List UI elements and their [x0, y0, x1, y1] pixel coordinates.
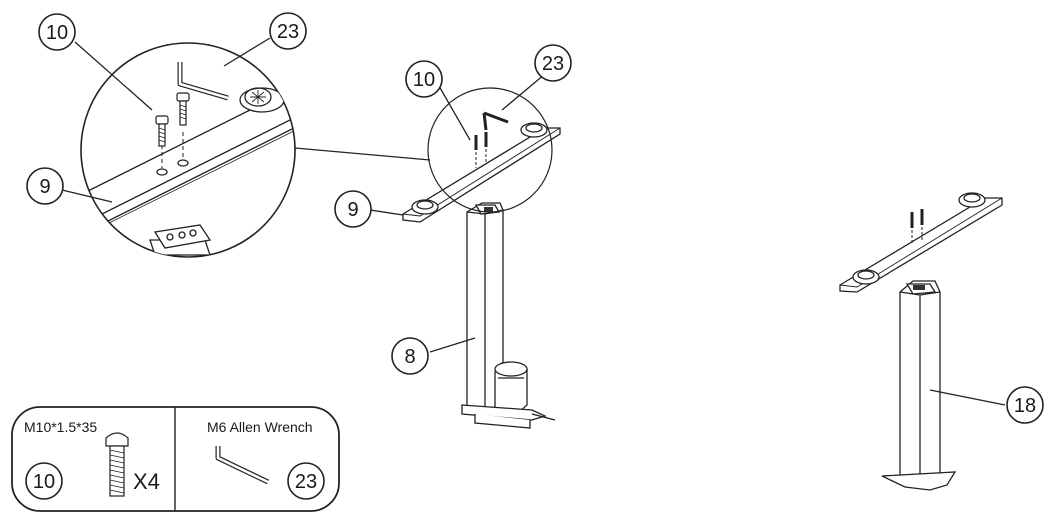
- callout-main-leg: 8: [391, 337, 429, 375]
- parts-box: M10*1.5*35 M6 Allen Wrench X4 10 23: [11, 406, 340, 512]
- callout-main-plate: 9: [334, 190, 372, 228]
- callout-label: 18: [1014, 395, 1036, 417]
- main-leg-assembly: [402, 111, 561, 429]
- callout-zoom-screw: 10: [38, 13, 76, 51]
- callout-main-screw: 10: [405, 60, 443, 98]
- parts-screw-number: 10: [33, 471, 55, 493]
- callout-zoom-plate: 9: [26, 167, 64, 205]
- callout-right-leg: 18: [1006, 386, 1044, 424]
- parts-wrench-number: 23: [295, 471, 317, 493]
- main-leg-motor: [494, 361, 528, 414]
- right-leg-base: [881, 471, 957, 491]
- zoom-connector-line: [294, 147, 431, 161]
- main-washer-left: [411, 199, 439, 215]
- zoom-leg-top: [149, 224, 212, 257]
- right-leg-assembly: [839, 192, 1003, 491]
- main-screws-icon: [474, 132, 488, 150]
- callout-label: 9: [39, 176, 50, 198]
- callout-label: 8: [404, 346, 415, 368]
- callout-label: 10: [46, 22, 68, 44]
- callouts: 10 23 9 10 23 9 8 18: [26, 12, 1044, 424]
- screw-quantity: X4: [133, 469, 160, 494]
- right-washer-left: [852, 269, 880, 285]
- callout-label: 10: [413, 69, 435, 91]
- right-washer-right: [958, 192, 986, 208]
- screw-spec-label: M10*1.5*35: [24, 419, 97, 435]
- callout-label: 23: [542, 53, 564, 75]
- zoom-washer: [239, 87, 285, 113]
- detail-circle: [427, 87, 553, 213]
- parts-callout-screw: 10: [25, 462, 63, 500]
- zoom-detail: [80, 42, 296, 258]
- parts-callout-wrench: 23: [287, 462, 325, 500]
- right-screws-icon: [910, 209, 924, 228]
- bolt-icon: [105, 432, 129, 497]
- allen-wrench-icon: [215, 446, 270, 485]
- callout-label: 23: [277, 21, 299, 43]
- main-leg-base: [461, 404, 547, 421]
- zoom-screw-icon-2: [176, 92, 190, 126]
- callout-main-wrench: 23: [534, 44, 572, 82]
- callout-label: 9: [347, 199, 358, 221]
- wrench-name-label: M6 Allen Wrench: [207, 419, 313, 435]
- main-washer-right: [520, 122, 548, 138]
- leader-lines: [61, 37, 1006, 406]
- zoom-screw-icon: [155, 115, 169, 147]
- main-wrench-icon: [482, 111, 509, 131]
- callout-zoom-wrench: 23: [269, 12, 307, 50]
